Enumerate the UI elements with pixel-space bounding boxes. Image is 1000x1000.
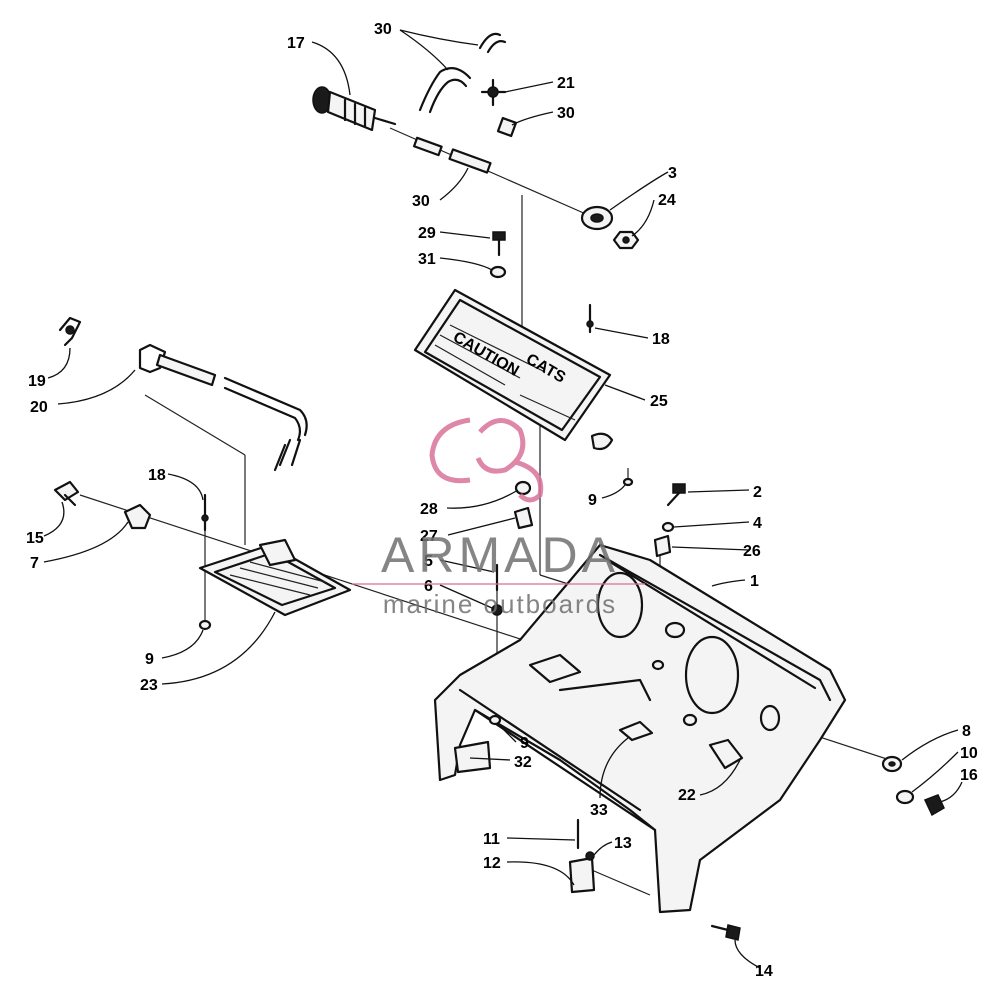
callout-32: 32: [514, 754, 532, 771]
watermark: ARMADA marine outboards: [352, 417, 645, 619]
bolt-washer-grommet: [653, 483, 686, 558]
callout-28: 28: [420, 501, 438, 518]
callout-18: 18: [652, 331, 670, 348]
rivet-lower: [201, 493, 209, 532]
callout-numbers: 17 30 21 30 30 3 24 29 31 18 25 19 20 9 …: [26, 21, 978, 980]
callout-20: 20: [30, 399, 48, 416]
screw-and-washer: [489, 231, 507, 279]
callout-30: 30: [374, 21, 392, 38]
callout-2: 2: [753, 484, 762, 501]
callout-13: 13: [614, 835, 632, 852]
callout-10: 10: [960, 745, 978, 762]
bracket-fasteners: [568, 818, 596, 894]
nut-washer-cap: [881, 755, 945, 817]
callout-25: 25: [650, 393, 668, 410]
caution-decal-plate: CAUTION CATS: [413, 288, 614, 451]
callout-16: 16: [960, 767, 978, 784]
callout-3: 3: [668, 165, 677, 182]
callout-4: 4: [753, 515, 762, 532]
callout-9: 9: [520, 735, 529, 752]
callout-27: 27: [420, 528, 438, 545]
fuel-line-hoses: [412, 32, 518, 174]
callout-30: 30: [412, 193, 430, 210]
bolt-and-nut-center: [491, 563, 503, 616]
watermark-logo-icon: [429, 417, 544, 503]
callout-33: 33: [590, 802, 608, 819]
grommet-and-nut: [580, 205, 640, 250]
nut-9-left: [198, 619, 212, 631]
callout-15: 15: [26, 530, 44, 547]
gauge-body: [708, 738, 744, 770]
rivet-upper: [586, 303, 594, 334]
callout-12: 12: [483, 855, 501, 872]
callout-24: 24: [658, 192, 676, 209]
bolt-14: [710, 924, 741, 941]
callout-26: 26: [743, 543, 761, 560]
nut-9-inner: [488, 477, 634, 726]
throttle-lever-assembly: [58, 316, 308, 472]
tee-fitting: [480, 78, 507, 107]
callout-21: 21: [557, 75, 575, 92]
switch-and-knob: [53, 480, 152, 530]
callout-14: 14: [755, 963, 773, 980]
mounting-plate: [198, 538, 352, 617]
callout-30: 30: [557, 105, 575, 122]
watermark-brand-text: ARMADA: [381, 527, 619, 583]
callout-29: 29: [418, 225, 436, 242]
leader-lines: [43, 29, 963, 969]
callout-18: 18: [148, 467, 166, 484]
callout-19: 19: [28, 373, 46, 390]
callout-9: 9: [145, 651, 154, 668]
callout-22: 22: [678, 787, 696, 804]
callout-9: 9: [588, 492, 597, 509]
callout-8: 8: [962, 723, 971, 740]
dash-panel-housing: [433, 543, 847, 914]
callout-6: 6: [424, 578, 433, 595]
callout-17: 17: [287, 35, 305, 52]
callout-5: 5: [424, 553, 433, 570]
callout-7: 7: [30, 555, 39, 572]
grommet-and-connector: [513, 480, 534, 530]
callout-11: 11: [483, 831, 500, 848]
choke-knob-assembly: [312, 86, 397, 132]
callout-1: 1: [750, 573, 759, 590]
callout-31: 31: [418, 251, 436, 268]
watermark-tagline-text: marine outboards: [383, 589, 617, 619]
callout-23: 23: [140, 677, 158, 694]
